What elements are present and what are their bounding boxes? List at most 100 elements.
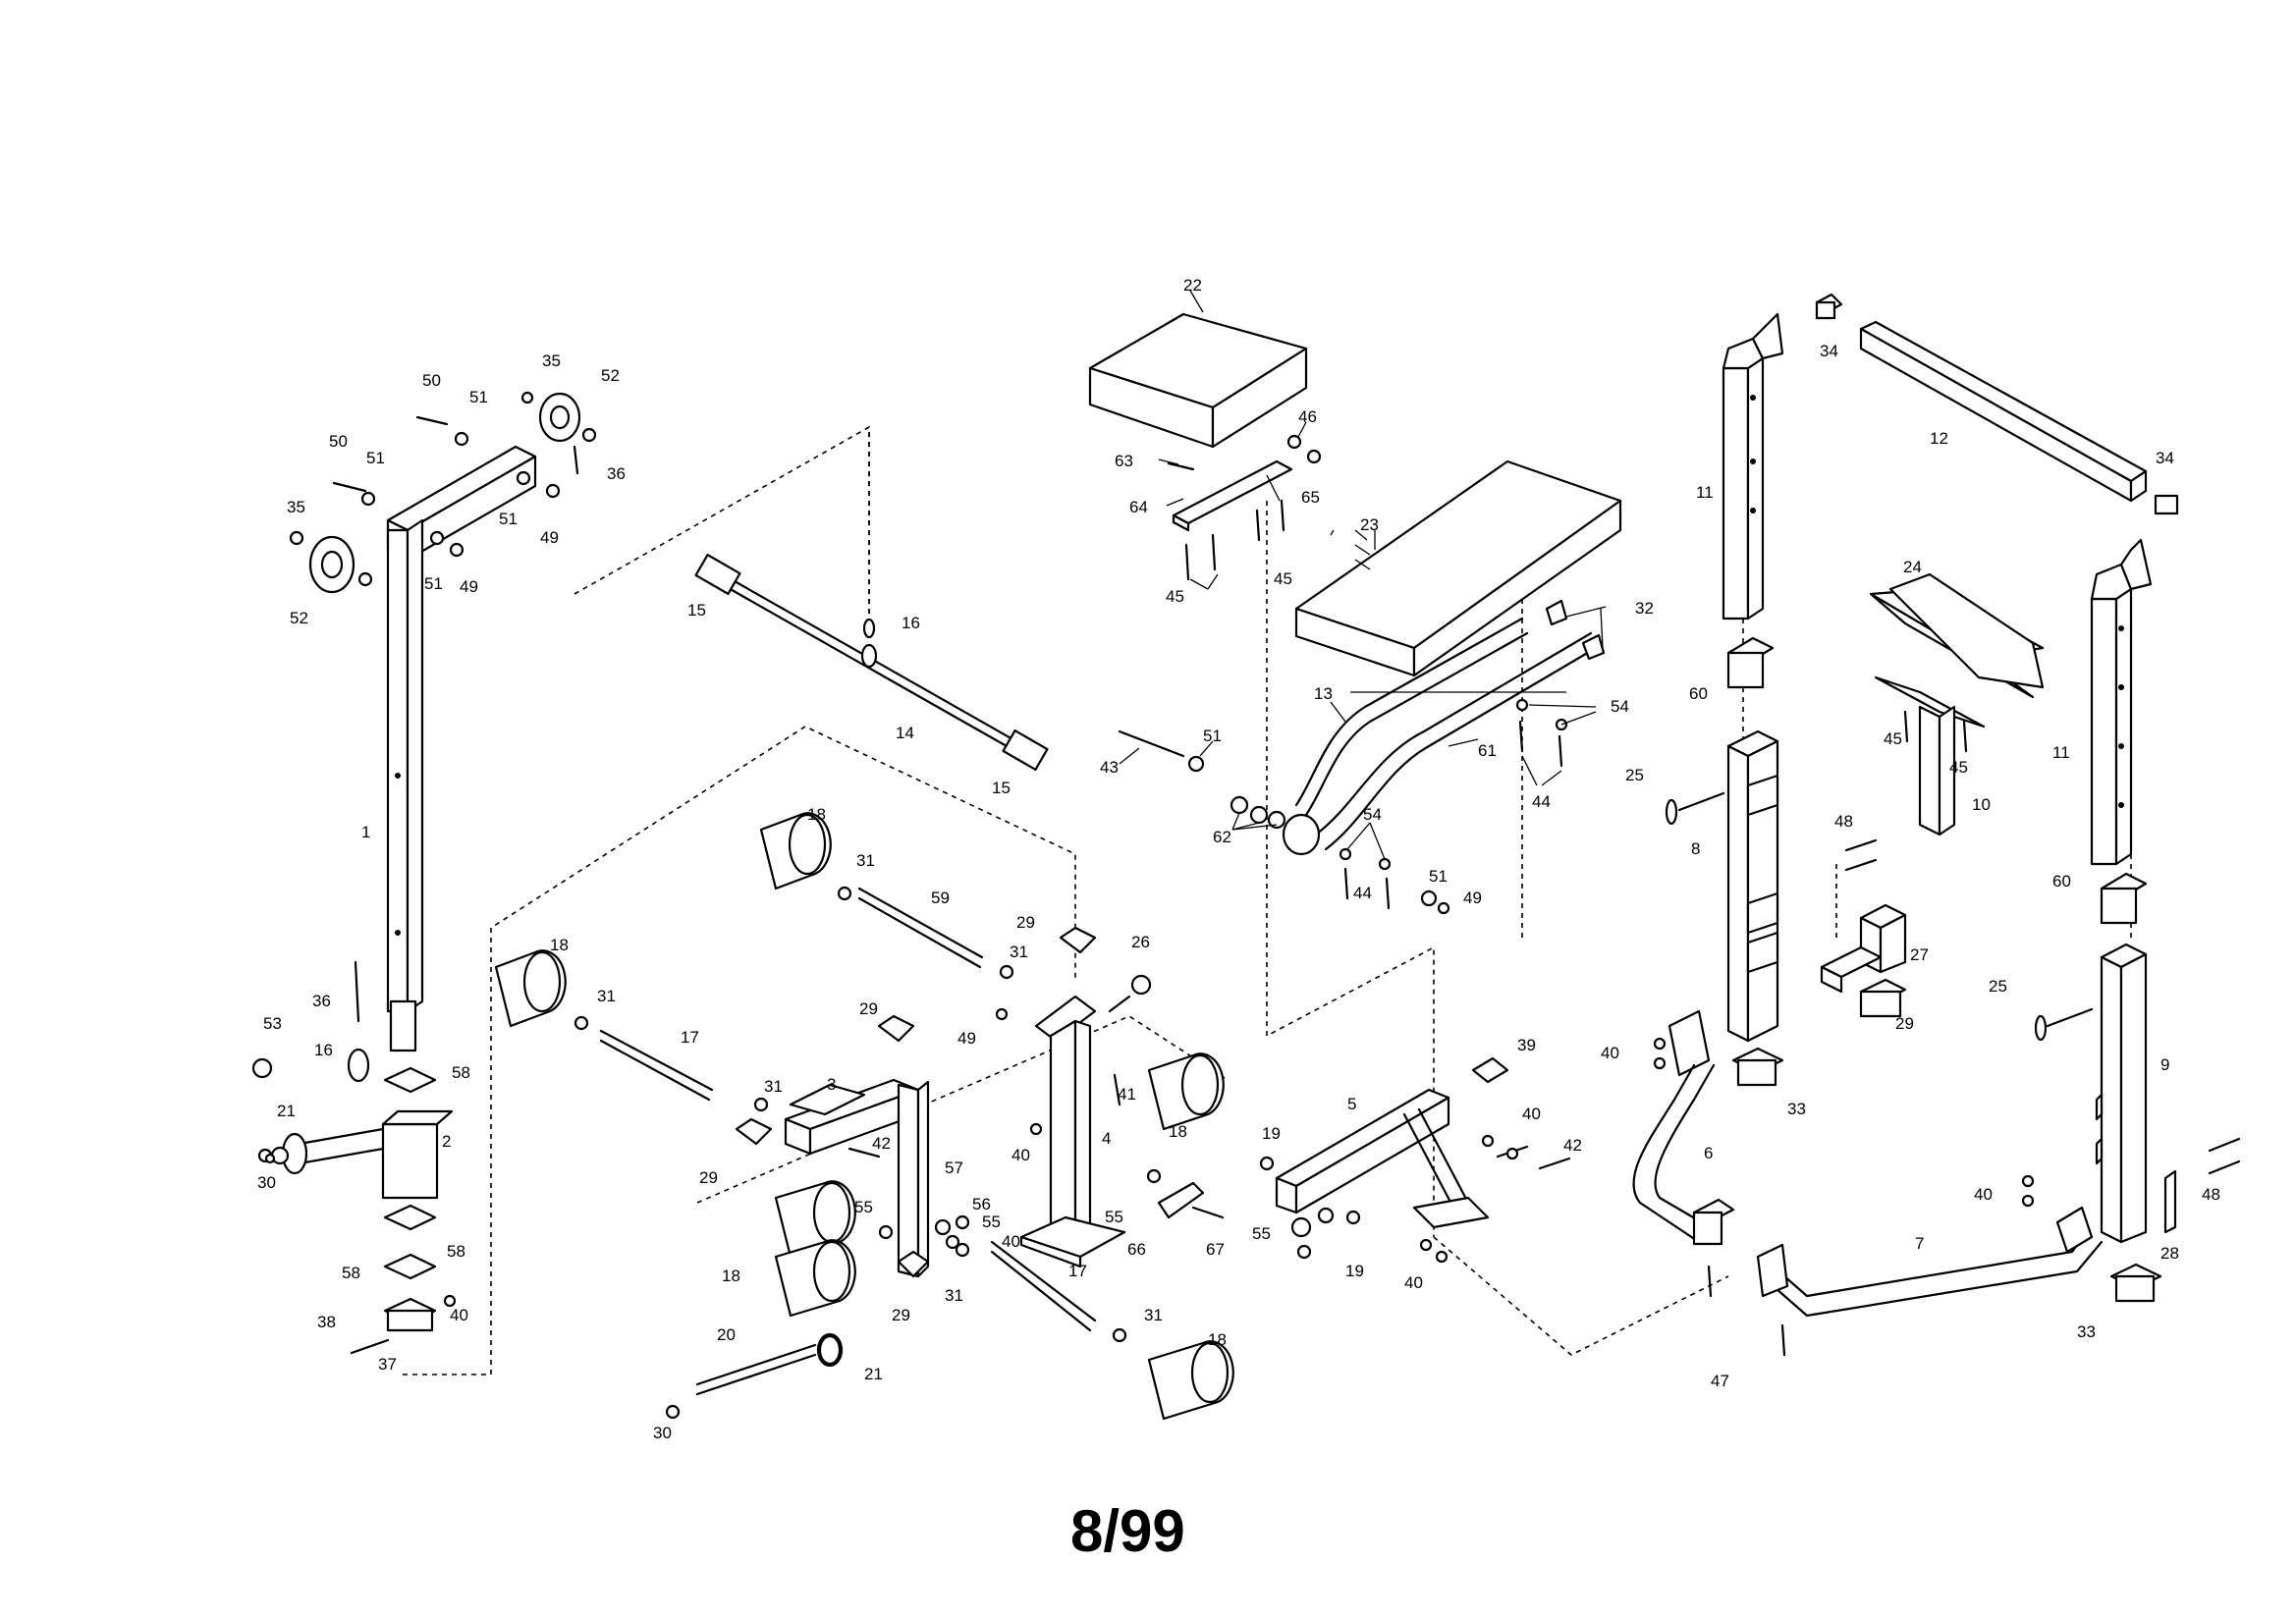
part-label: 51 <box>366 449 385 467</box>
part-label: 46 <box>1298 407 1317 426</box>
part-label: 29 <box>1895 1014 1914 1033</box>
part-label: 52 <box>601 366 620 385</box>
part-label: 3 <box>827 1075 836 1094</box>
part-label: 15 <box>687 601 706 620</box>
part-labels <box>1119 290 1607 860</box>
part-label: 31 <box>945 1286 963 1305</box>
part-label: 33 <box>1787 1100 1806 1118</box>
part-label: 18 <box>1208 1330 1227 1349</box>
part-label: 34 <box>2156 449 2174 467</box>
part-label: 20 <box>717 1325 736 1344</box>
part-label: 53 <box>263 1014 282 1033</box>
part-label: 48 <box>2202 1185 2220 1204</box>
foam-roller <box>494 949 567 1028</box>
part-label: 40 <box>1404 1273 1423 1292</box>
part-label: 21 <box>864 1365 883 1383</box>
part-label: 65 <box>1301 488 1320 507</box>
part-label: 44 <box>1353 884 1372 902</box>
callout-numbers: 22 46 63 65 64 45 45 23 32 54 13 61 44 5… <box>257 276 2220 1442</box>
part-label: 2 <box>442 1132 451 1151</box>
leg-developer-assembly <box>264 812 1234 1421</box>
part-label: 48 <box>1834 812 1853 831</box>
part-label: 16 <box>902 614 920 632</box>
part-label: 18 <box>550 936 569 954</box>
part-label: 49 <box>957 1029 976 1048</box>
part-label: 67 <box>1206 1240 1225 1259</box>
part-label: 31 <box>764 1077 783 1096</box>
upright-post-assembly <box>251 391 597 1355</box>
part-label: 34 <box>1820 342 1838 360</box>
part-label: 10 <box>1972 795 1991 814</box>
part-label: 50 <box>329 432 348 451</box>
base-frame <box>1632 1009 2104 1357</box>
part-label: 27 <box>1910 945 1929 964</box>
part-label: 44 <box>1532 792 1551 811</box>
part-label: 51 <box>469 388 488 406</box>
part-label: 41 <box>1118 1085 1136 1104</box>
part-label: 22 <box>1183 276 1202 295</box>
part-label: 63 <box>1115 452 1133 470</box>
part-label: 50 <box>422 371 441 390</box>
part-label: 35 <box>542 351 561 370</box>
part-label: 55 <box>854 1198 873 1216</box>
part-label: 29 <box>699 1168 718 1187</box>
page-date-footer: 8/99 <box>1070 1498 1185 1564</box>
part-label: 29 <box>892 1306 910 1324</box>
part-label: 38 <box>317 1313 336 1331</box>
part-label: 29 <box>859 999 878 1018</box>
part-label: 40 <box>450 1306 468 1324</box>
part-label: 40 <box>1002 1232 1020 1251</box>
part-label: 28 <box>2160 1244 2179 1263</box>
part-label: 13 <box>1314 684 1333 703</box>
part-label: 64 <box>1129 498 1148 516</box>
part-label: 23 <box>1360 515 1379 534</box>
foam-roller <box>1147 1052 1225 1131</box>
part-label: 7 <box>1915 1234 1924 1253</box>
part-label: 45 <box>1884 729 1902 748</box>
part-label: 33 <box>2077 1322 2096 1341</box>
part-label: 40 <box>1974 1185 1993 1204</box>
foam-roller <box>774 1180 856 1259</box>
part-label: 29 <box>1016 913 1035 932</box>
part-label: 31 <box>1010 943 1028 961</box>
part-label: 26 <box>1131 933 1150 951</box>
part-label: 51 <box>499 510 518 528</box>
part-label: 17 <box>1068 1262 1087 1280</box>
part-label: 24 <box>1903 558 1922 576</box>
part-label: 55 <box>982 1213 1001 1231</box>
part-label: 45 <box>1274 569 1292 588</box>
part-label: 51 <box>1429 867 1448 886</box>
part-label: 55 <box>1105 1208 1123 1226</box>
part-label: 14 <box>896 724 914 742</box>
part-label: 60 <box>1689 684 1708 703</box>
foam-roller <box>1147 1340 1234 1421</box>
part-label: 55 <box>1252 1224 1271 1243</box>
part-label: 19 <box>1262 1124 1281 1143</box>
part-label: 30 <box>653 1424 672 1442</box>
part-label: 36 <box>312 992 331 1010</box>
part-label: 45 <box>1166 587 1184 606</box>
part-label: 31 <box>1144 1306 1163 1324</box>
part-label: 47 <box>1711 1372 1729 1390</box>
part-label: 49 <box>540 528 559 547</box>
part-label: 8 <box>1691 839 1700 858</box>
part-label: 40 <box>1011 1146 1030 1164</box>
part-label: 36 <box>607 464 626 483</box>
part-label: 31 <box>856 851 875 870</box>
part-label: 17 <box>681 1028 699 1047</box>
backrest-assembly <box>1118 459 1622 915</box>
part-label: 49 <box>460 577 478 596</box>
part-label: 18 <box>1169 1122 1187 1141</box>
part-label: 32 <box>1635 599 1654 618</box>
part-label: 5 <box>1347 1095 1356 1113</box>
foam-roller <box>774 1239 856 1318</box>
part-label: 11 <box>1696 483 1714 502</box>
part-label: 35 <box>287 498 305 516</box>
part-label: 56 <box>972 1195 991 1214</box>
part-label: 62 <box>1213 828 1231 846</box>
part-label: 31 <box>597 987 616 1005</box>
part-label: 25 <box>1625 766 1644 784</box>
part-label: 39 <box>1517 1036 1536 1054</box>
part-label: 40 <box>1601 1044 1619 1062</box>
